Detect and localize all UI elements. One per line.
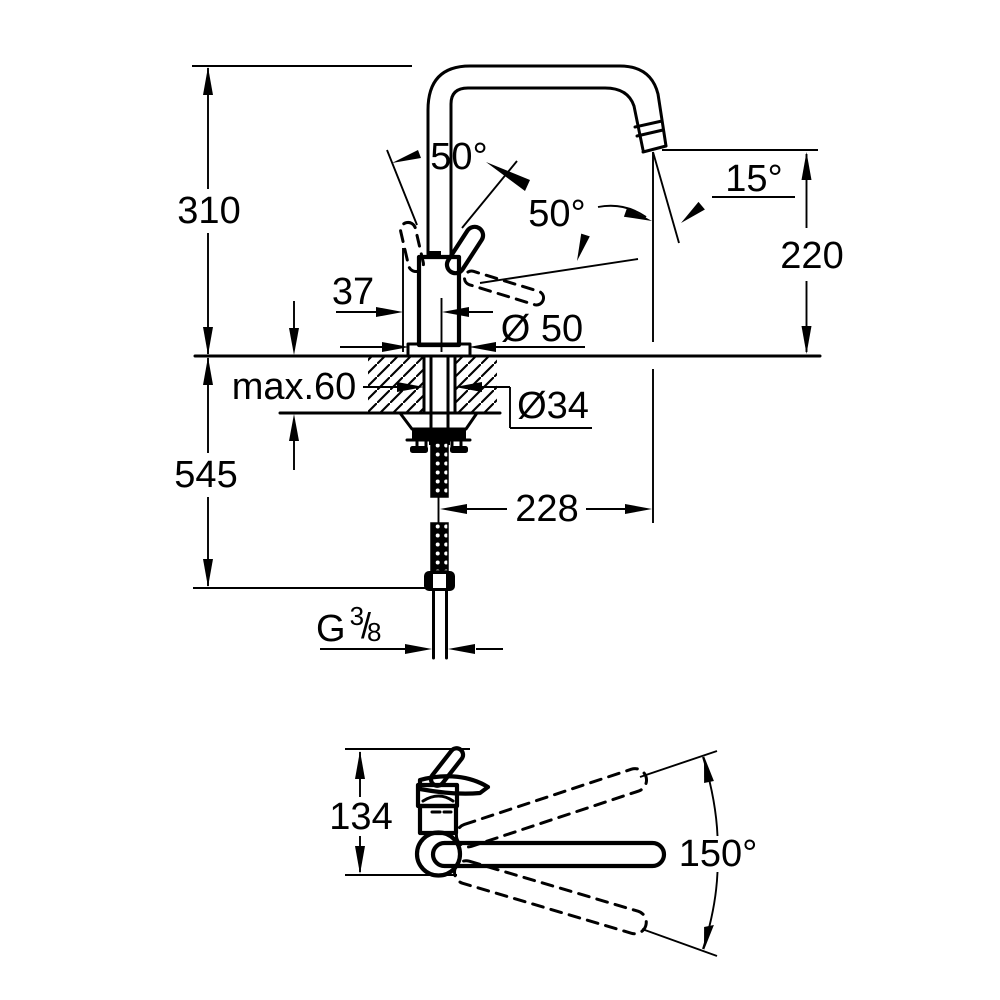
ext-150-bottom: [641, 928, 718, 957]
dim-d34-line: [363, 386, 592, 429]
body-detail-arc: [421, 794, 455, 803]
aerator-band: [633, 119, 668, 154]
mounting-nut: [412, 429, 466, 439]
thread-denominator: 8: [367, 617, 381, 647]
dim-15-label: 15°: [725, 158, 782, 200]
hose-connector-slot: [433, 574, 446, 588]
hose-crimp: [429, 436, 450, 445]
dim-545-label: 545: [174, 454, 237, 496]
angle-line-back-left: [386, 149, 418, 226]
spout-solid: [430, 840, 667, 869]
braided-hose-upper: [430, 442, 449, 498]
bracket-foot-right: [450, 446, 468, 453]
thread-g: G: [316, 608, 346, 650]
dim-50-front-label: 50°: [528, 193, 585, 235]
angle-line-front: [479, 258, 639, 284]
plan-view-faucet: [414, 746, 667, 936]
deck-hatch-left: [368, 357, 424, 412]
angle-arc-front: [597, 204, 647, 218]
lever-dashed-back: [399, 220, 425, 274]
dim-150-label: 150°: [679, 833, 758, 875]
spout-angle-line: [652, 151, 680, 244]
lever-solid: [444, 224, 486, 276]
dimension-labels: 310 50° 50° 15° 220 37 Ø 50 max.60 Ø34 5…: [174, 136, 843, 875]
side-view-faucet: [193, 64, 822, 660]
dim-50-back-label: 50°: [430, 136, 487, 178]
spout-pipe-inner: [449, 86, 645, 259]
lever-pivot-tab: [429, 251, 441, 258]
connector-tube: [432, 589, 448, 660]
braided-hose-lower: [430, 522, 449, 572]
thread-numerator: 3: [350, 601, 364, 631]
dim-37-label: 37: [332, 271, 374, 313]
thread-slash: /: [361, 605, 371, 646]
dim-228-label: 228: [515, 488, 578, 530]
ext-150-top: [639, 750, 718, 778]
spout-pipe-outer: [426, 64, 668, 259]
dim-d50-label: Ø 50: [501, 308, 583, 350]
side-view-dimensions: [192, 65, 818, 654]
shank: [422, 354, 457, 443]
plan-view-dimensions: [345, 748, 719, 957]
dim-310-label: 310: [177, 190, 240, 232]
dim-d34-label: Ø34: [517, 385, 589, 427]
handle-paddle: [417, 774, 491, 796]
bracket-foot-left: [410, 446, 428, 453]
dim-134-label: 134: [329, 796, 392, 838]
dim-max60-label: max.60: [232, 366, 357, 408]
dim-220-label: 220: [780, 235, 843, 277]
spout-dashed-up: [454, 767, 649, 849]
lever-dashed-front: [462, 269, 546, 307]
